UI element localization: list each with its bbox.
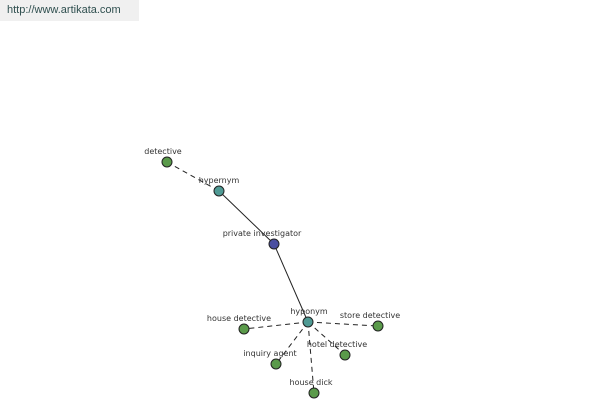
node-hyponym[interactable] [302,316,314,328]
edge-hyponym-hotel-detective [307,321,346,356]
label-detective: detective [144,147,182,156]
node-hypernym[interactable] [213,185,225,197]
label-inquiry-agent: inquiry agent [243,349,296,358]
edge-hyponym-house-dick [307,321,315,394]
label-house-detective: house detective [207,314,271,323]
node-inquiry-agent[interactable] [270,358,282,370]
node-hotel-detective[interactable] [339,349,351,361]
edge-detective-hypernym [166,161,220,192]
edge-hypernym-private-investigator [218,190,275,245]
label-hyponym: hyponym [290,307,328,316]
label-private-investigator: private investigator [223,229,302,238]
node-house-detective[interactable] [238,323,250,335]
label-house-dick: house dick [290,378,333,387]
node-store-detective[interactable] [372,320,384,332]
node-detective[interactable] [161,156,173,168]
edge-hyponym-house-detective [243,321,309,330]
label-hypernym: hypernym [199,176,240,185]
node-house-dick[interactable] [308,387,320,399]
edge-hyponym-store-detective [307,321,379,327]
node-private-investigator[interactable] [268,238,280,250]
label-hotel-detective: hotel detective [307,340,367,349]
edge-private-investigator-hyponym [273,243,309,323]
source-url[interactable]: http://www.artikata.com [0,0,139,21]
label-store-detective: store detective [340,311,400,320]
